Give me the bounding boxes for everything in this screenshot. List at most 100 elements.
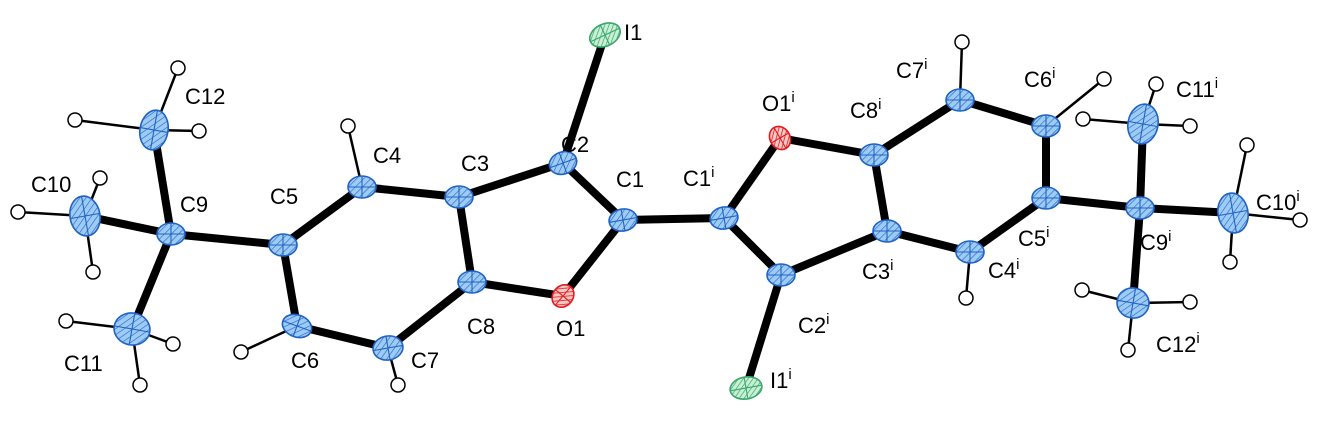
atom-label-O1: O1	[556, 316, 585, 341]
bond-C2-C1	[559, 159, 627, 224]
atom-label-C2i: C2i	[798, 311, 829, 338]
hydrogen-atom-12	[954, 34, 970, 50]
principal-axis-C10i	[1228, 193, 1238, 233]
atom-C4i	[955, 240, 985, 264]
atom-label-I1: I1	[624, 20, 642, 45]
atom-C5	[268, 233, 298, 257]
atom-C7i	[945, 88, 975, 112]
bond-C9-C11	[128, 230, 175, 333]
hydrogen-atom-18	[1148, 76, 1164, 92]
atom-label-C1: C1	[616, 167, 644, 192]
bond-C8i-C7i	[870, 96, 964, 159]
principal-axis-C12	[149, 110, 159, 150]
atom-C8	[457, 270, 487, 294]
atom-label-C2: C2	[561, 132, 589, 157]
bond-C7i-C6i	[956, 96, 1050, 130]
bond-C3i-C2i	[777, 227, 891, 279]
hydrogen-atom-21	[1074, 282, 1090, 298]
hydrogen-atom-4	[92, 170, 108, 186]
principal-axis-C11	[128, 313, 136, 345]
hydrogen-atom-17	[1222, 254, 1238, 270]
bond-C2i-I1i	[742, 271, 785, 392]
hydrogen-atom-9	[67, 112, 83, 128]
bonds-layer	[17, 31, 1301, 392]
atom-C3i	[872, 219, 902, 243]
atom-C6	[281, 313, 313, 339]
hydrogen-atom-7	[132, 377, 148, 393]
atom-label-C5: C5	[270, 184, 298, 209]
bond-C5i-C9i	[1042, 194, 1144, 212]
atom-label-C4i: C4i	[988, 256, 1019, 283]
atom-C8i	[859, 143, 889, 167]
principal-axis-O1	[554, 286, 572, 306]
atom-label-C12i: C12i	[1156, 330, 1200, 357]
bond-C1-O1	[559, 216, 627, 300]
hydrogen-atom-6	[58, 313, 74, 329]
atom-label-C11: C11	[64, 351, 103, 376]
hydrogen-atom-13	[1096, 71, 1112, 87]
atom-label-C5i: C5i	[1018, 224, 1049, 251]
atom-C2	[548, 150, 578, 176]
hydrogen-atom-15	[1239, 137, 1255, 153]
atom-C5i	[1031, 186, 1061, 210]
atom-label-C11i: C11i	[1176, 75, 1218, 102]
principal-axis-C11i	[1138, 104, 1148, 144]
atom-label-C7: C7	[411, 348, 439, 373]
atom-label-C10i: C10i	[1256, 188, 1300, 215]
atom-C12	[138, 109, 170, 151]
principal-axis-C2	[558, 152, 568, 174]
hydrogen-atom-11	[191, 123, 207, 139]
hydrogen-atom-3	[10, 204, 26, 220]
atom-label-C10: C10	[31, 172, 71, 197]
atom-C11	[113, 312, 151, 346]
principal-axis-C6	[292, 315, 302, 337]
principal-axis-C10	[80, 196, 90, 236]
bond-C7-C8	[384, 278, 476, 352]
atom-label-C3: C3	[461, 151, 489, 176]
principal-axis-C7	[385, 336, 391, 360]
bond-C8i-C3i	[870, 151, 891, 235]
hydrogen-atom-23	[1182, 294, 1198, 310]
atoms-layer	[10, 22, 1308, 400]
atom-label-C9: C9	[180, 192, 208, 217]
hydrogen-atom-10	[170, 60, 186, 76]
hydrogen-atom-1	[233, 344, 249, 360]
atom-C9i	[1125, 196, 1155, 220]
atom-C1	[608, 208, 638, 232]
atom-label-C6: C6	[291, 348, 319, 373]
principal-axis-C1i	[721, 207, 727, 229]
hydrogen-atom-5	[85, 264, 101, 280]
atom-label-C4: C4	[373, 143, 401, 168]
atom-C10i	[1217, 192, 1249, 234]
bond-C5i-C4i	[966, 194, 1050, 256]
atom-C1i	[709, 206, 739, 230]
hydrogen-atom-16	[1292, 212, 1308, 228]
principal-axis-I1	[599, 24, 611, 46]
atom-label-I1i: I1i	[770, 366, 792, 393]
atom-C10	[69, 195, 101, 237]
bond-C1-C1i	[619, 214, 728, 224]
bond-C9i-C12i	[1129, 204, 1144, 307]
atom-label-C1i: C1i	[683, 164, 714, 191]
bond-O1-C8	[468, 278, 567, 300]
principal-axis-C12i	[1129, 288, 1137, 318]
atom-label-C3i: C3i	[862, 257, 893, 284]
atom-C12i	[1116, 287, 1150, 319]
atom-label-C6i: C6i	[1024, 65, 1055, 92]
hydrogen-atom-20	[1182, 118, 1198, 134]
bond-C2i-C1i	[720, 214, 785, 279]
atom-C11i	[1127, 103, 1159, 145]
atom-C9	[156, 222, 186, 246]
atom-label-O1i: O1i	[762, 89, 795, 116]
hydrogen-atom-22	[1120, 342, 1136, 358]
hydrogen-atom-2	[390, 377, 406, 393]
atom-label-C8: C8	[467, 314, 495, 339]
principal-axis-O1i	[773, 127, 787, 149]
hydrogen-atom-8	[165, 336, 181, 352]
bond-C5-C6	[279, 241, 301, 330]
hydrogen-atom-0	[340, 118, 356, 134]
bond-C8-C3	[455, 193, 476, 286]
principal-axis-C1	[620, 209, 626, 231]
atom-C6i	[1031, 114, 1061, 138]
